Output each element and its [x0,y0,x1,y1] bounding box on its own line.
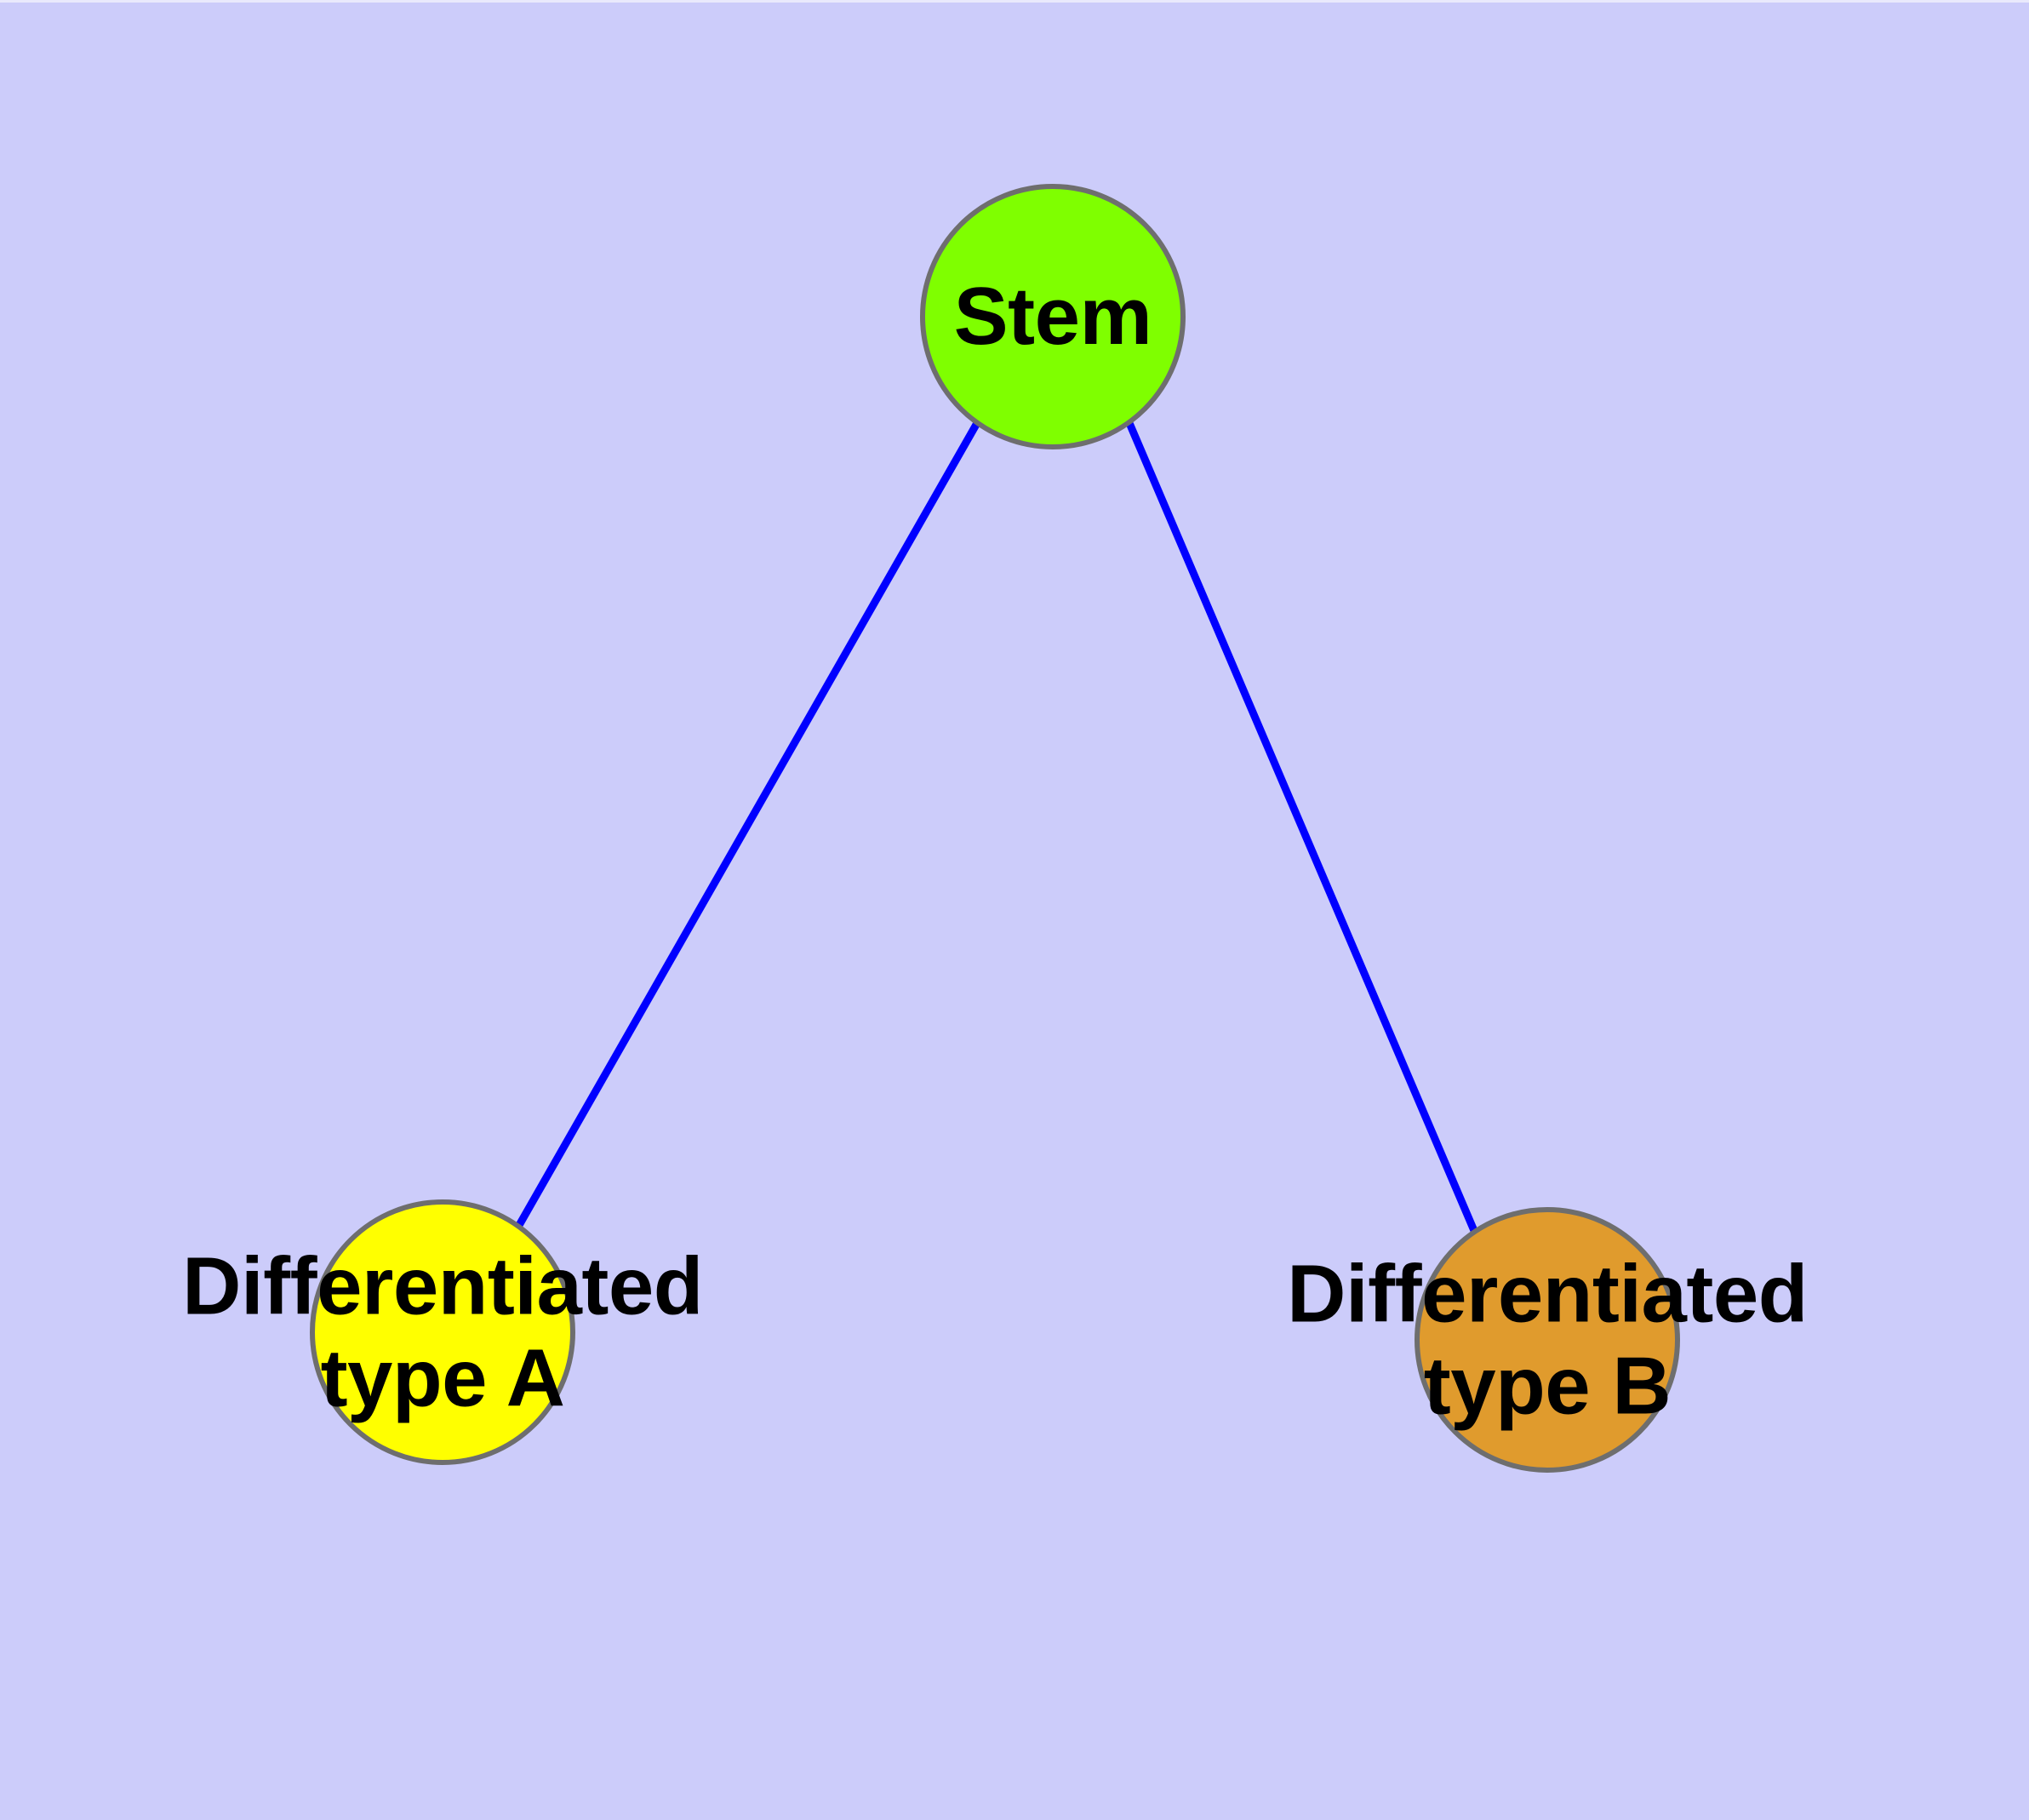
node-circle-diff-b[interactable] [1415,1207,1680,1473]
node-circle-stem[interactable] [920,184,1186,449]
node-circle-diff-a[interactable] [310,1199,575,1465]
node-layer [310,184,1680,1473]
top-edge-strip [0,0,2029,3]
edge-layer [515,421,1479,1234]
edge-stem-to-diff-a [515,421,980,1229]
edge-stem-to-diff-b [1125,421,1479,1234]
